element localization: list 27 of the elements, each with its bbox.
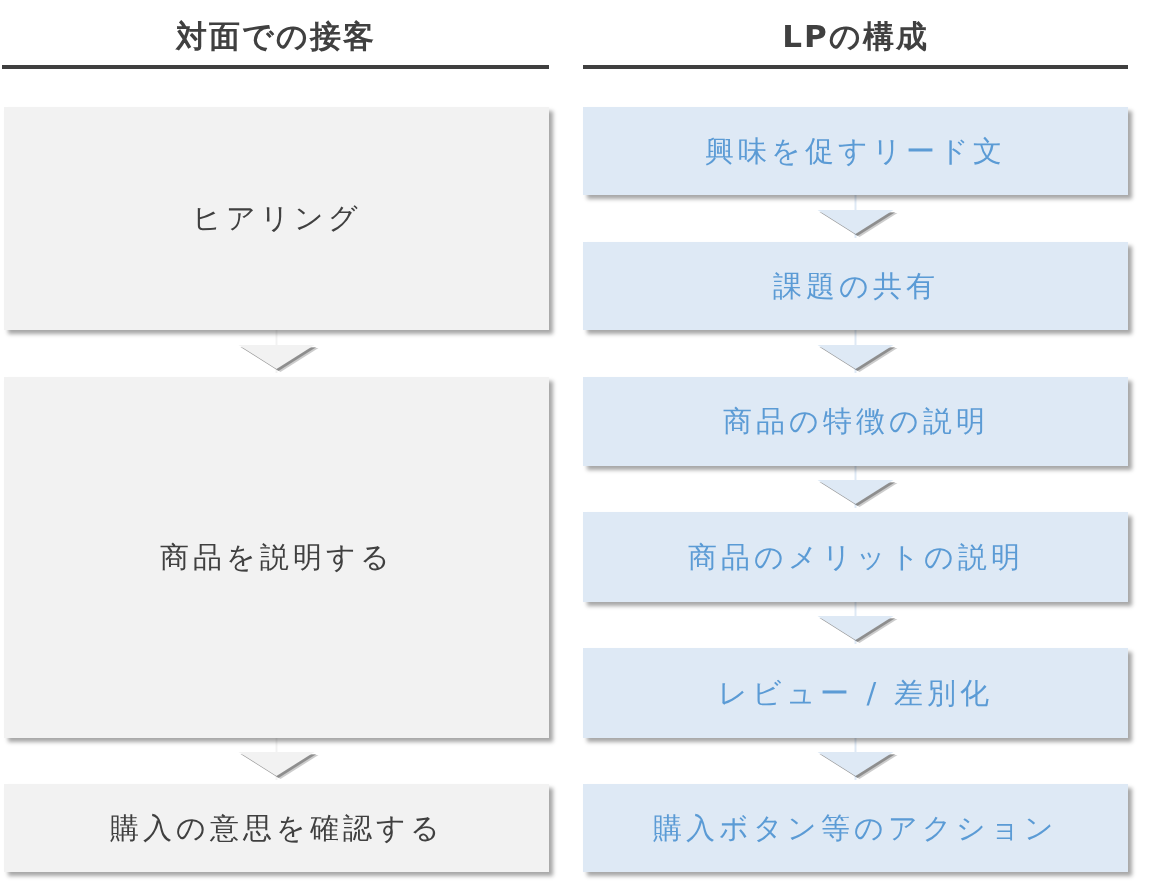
step-text: 課題の共有 [772, 268, 939, 304]
column-heading: 対面での接客 [174, 18, 377, 56]
process-box [583, 784, 1128, 872]
step-text: レビュー / 差別化 [718, 675, 993, 711]
step-text: 商品を説明する [159, 540, 394, 575]
chevron-arrow [817, 601, 898, 645]
step-text: 購入ボタン等のアクション [653, 810, 1058, 846]
process-box [4, 377, 549, 738]
step-text: 購入の意思を確認する [109, 810, 444, 846]
column-heading: LPの構成 [781, 18, 930, 56]
step-text: 興味を促すリード文 [705, 133, 1006, 169]
process-box [583, 242, 1128, 330]
chevron-arrow [817, 737, 898, 781]
process-box [4, 784, 549, 872]
chevron-arrow [238, 737, 319, 781]
chevron-arrow [238, 329, 319, 374]
process-box [4, 107, 549, 330]
process-box [583, 648, 1128, 738]
process-box [583, 377, 1128, 466]
chevron-arrow [817, 329, 898, 374]
step-text: ヒアリング [191, 201, 362, 236]
chevron-arrow [817, 465, 898, 509]
process-box [583, 512, 1128, 602]
chevron-arrow [817, 194, 898, 239]
step-text: 商品のメリットの説明 [687, 539, 1024, 575]
process-box [583, 107, 1128, 195]
step-text: 商品の特徴の説明 [722, 404, 989, 439]
